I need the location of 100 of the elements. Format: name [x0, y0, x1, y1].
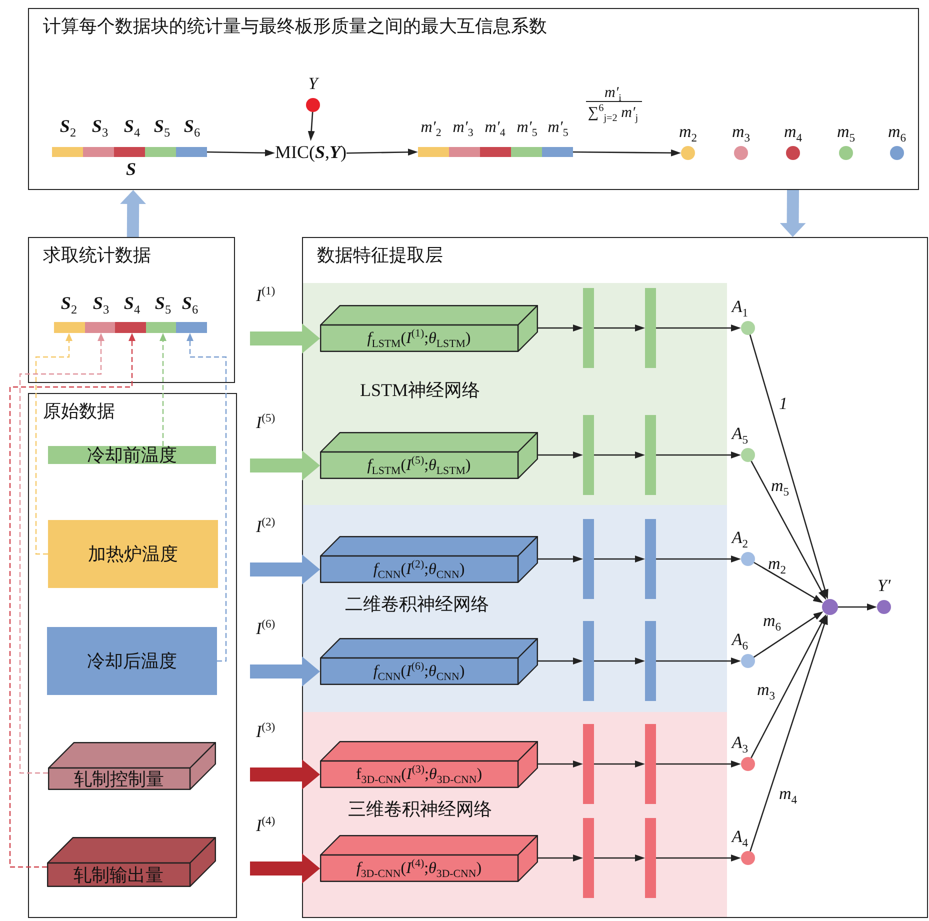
layer-bar — [583, 724, 594, 804]
edge-label: m$_{6}$ — [763, 611, 782, 631]
circle-label: A$_{4}$ — [732, 827, 748, 847]
arrow — [346, 148, 418, 156]
block-arrow — [250, 450, 320, 480]
arrow — [754, 562, 824, 603]
circle-label: A$_{1}$ — [732, 297, 748, 317]
layer-bar — [583, 519, 594, 599]
layer-bar — [645, 621, 656, 701]
arrow — [750, 614, 826, 758]
segment-label: S$_{3}$ — [92, 293, 110, 313]
arrow — [206, 149, 275, 156]
arrow — [656, 658, 741, 664]
box-label: f$_{LSTM}$(I$^{(5)}$;θ$_{LSTM}$) — [367, 456, 471, 474]
panel-title: 原始数据 — [43, 400, 115, 423]
layer-bar — [645, 415, 656, 495]
segment-label: m′$_{5}$ — [548, 118, 568, 138]
arrow — [594, 760, 645, 768]
network-label: 三维卷积神经网络 — [348, 798, 492, 821]
circle-label: m$_{5}$ — [836, 122, 856, 142]
box-label: f$_{3D-CNN}$(I$^{(3)}$;θ$_{3D-CNN}$) — [356, 766, 482, 784]
circle-label: A$_{6}$ — [732, 630, 748, 650]
circle-label: A$_{5}$ — [732, 424, 748, 444]
edge-label: 1 — [779, 394, 788, 414]
arrow — [838, 604, 877, 610]
arrow — [538, 760, 583, 768]
arrow — [750, 460, 826, 600]
network-label: LSTM神经网络 — [360, 379, 480, 402]
panel-title: 求取统计数据 — [43, 244, 151, 267]
box-label: f$_{3D-CNN}$(I$^{(4)}$;θ$_{3D-CNN}$) — [356, 860, 482, 878]
edge-label: m$_{5}$ — [771, 476, 790, 496]
arrow — [594, 452, 645, 458]
layer-bar — [645, 818, 656, 898]
block-arrow — [780, 190, 806, 237]
data-box: 冷却后温度 — [47, 627, 217, 695]
arrow — [594, 556, 645, 562]
layer-bar — [645, 288, 656, 368]
segment-label: S$_{4}$ — [124, 293, 140, 313]
arrow — [750, 614, 828, 852]
block-arrow — [250, 760, 320, 790]
box-label: f$_{CNN}$(I$^{(2)}$;θ$_{CNN}$) — [373, 560, 465, 578]
segment-label: S$_{5}$ — [154, 293, 172, 313]
circle-label: m$_{2}$ — [678, 122, 698, 142]
edge-label: I$^{(6)}$ — [256, 619, 276, 639]
circle-label: m$_{3}$ — [732, 122, 750, 142]
arrow — [656, 452, 741, 458]
arrow — [594, 324, 645, 332]
layer-bar — [645, 724, 656, 804]
layer-bar — [583, 621, 594, 701]
circle-label: Y′ — [877, 576, 891, 596]
layer-bar — [583, 415, 594, 495]
formula-label: m′$_{i}$ — [604, 84, 622, 102]
segment-label: S$_{6}$ — [184, 116, 200, 136]
block-arrow — [250, 324, 320, 354]
segment-label: m′$_{5}$ — [516, 118, 538, 138]
segment-label: S$_{2}$ — [60, 116, 76, 136]
formula-label: ∑$^{6}$$_{j=2}$ m′$_{j}$ — [588, 104, 638, 122]
arrow — [656, 854, 741, 862]
arrow — [656, 556, 741, 562]
arrow — [538, 452, 583, 458]
data-box: 冷却前温度 — [48, 446, 216, 464]
arrow — [594, 658, 645, 664]
panel-title: 计算每个数据块的统计量与最终板形质量之间的最大互信息系数 — [43, 15, 547, 38]
segmented-bar — [54, 322, 207, 333]
edge-label: I$^{(5)}$ — [256, 413, 276, 433]
arrow — [749, 334, 828, 600]
edge-label: m$_{4}$ — [779, 784, 798, 804]
circle-label: Y — [308, 74, 318, 94]
network-band — [303, 505, 727, 712]
segment-label: m′$_{3}$ — [452, 118, 474, 138]
block-arrow — [250, 656, 320, 686]
panel — [28, 237, 235, 383]
dashed-arrow — [186, 333, 227, 662]
circle-label: m$_{6}$ — [888, 122, 906, 142]
edge-label: I$^{(4)}$ — [256, 816, 276, 836]
layer-bar — [583, 288, 594, 368]
arrow — [594, 854, 645, 862]
segment-label: S$_{6}$ — [182, 293, 198, 313]
block-arrow — [250, 554, 320, 584]
box-label: 轧制输出量 — [74, 865, 164, 885]
arrow — [308, 112, 315, 141]
box-label: f$_{CNN}$(I$^{(6)}$;θ$_{CNN}$) — [373, 662, 465, 680]
panel — [28, 393, 237, 918]
arrow — [538, 854, 583, 862]
segment-label: m′$_{4}$ — [484, 118, 506, 138]
arrow — [753, 611, 824, 658]
panel — [28, 8, 919, 190]
circle-label: m$_{4}$ — [784, 122, 802, 142]
edge-label: I$^{(3)}$ — [256, 722, 276, 742]
arrow — [538, 658, 583, 664]
block-arrow — [250, 854, 320, 884]
arrow — [656, 324, 741, 332]
box-label: 轧制控制量 — [74, 769, 164, 789]
arrow — [538, 556, 583, 562]
segment-label: S$_{4}$ — [124, 116, 140, 136]
edge-label: m$_{2}$ — [768, 554, 786, 574]
segment-label: S$_{2}$ — [60, 293, 78, 313]
segment-label: S$_{3}$ — [92, 116, 108, 136]
box-label: f$_{LSTM}$(I$^{(1)}$;θ$_{LSTM}$) — [367, 330, 471, 348]
layer-bar — [645, 519, 656, 599]
